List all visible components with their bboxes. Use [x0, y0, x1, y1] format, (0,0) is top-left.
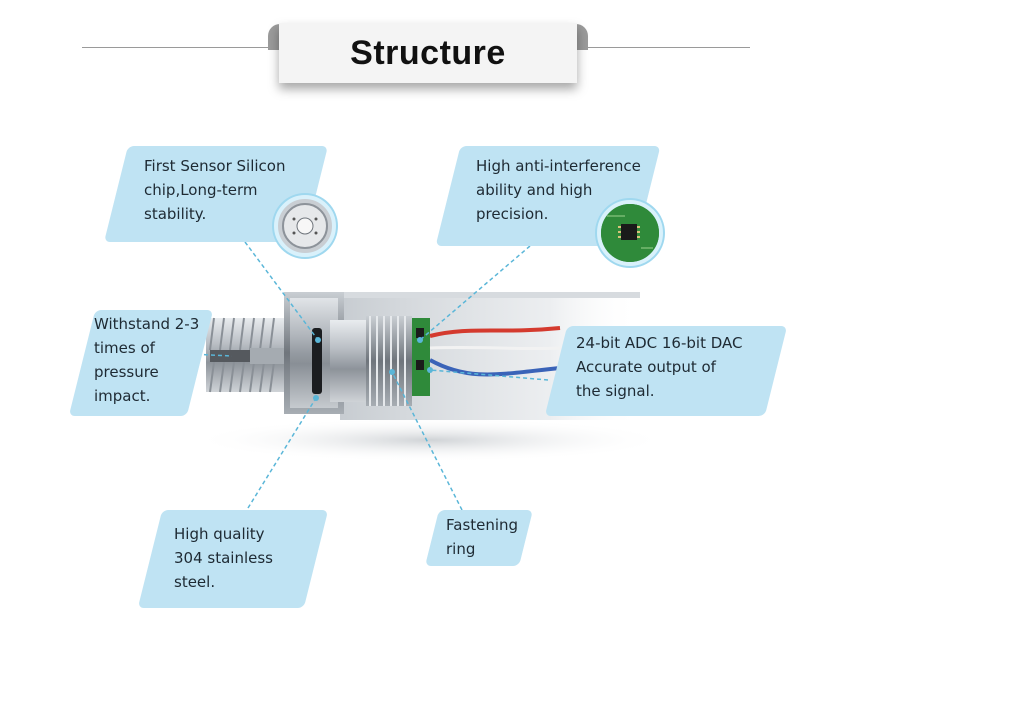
header-rule-left [82, 47, 278, 48]
title-box: Structure [279, 23, 577, 83]
product-shadow [190, 418, 670, 462]
callout-adc: 24-bit ADC 16-bit DAC Accurate output of… [544, 326, 788, 416]
callout-ring-text: Fastening ring [446, 516, 519, 558]
callout-steel-text: High quality 304 stainless steel. [174, 525, 273, 591]
o-ring [312, 328, 322, 394]
callout-interference-text: High anti-interference ability and high … [476, 157, 641, 223]
callout-steel: High quality 304 stainless steel. [137, 510, 329, 608]
housing-top-edge [340, 292, 640, 298]
callout-withstand: Withstand 2-3 times of pressure impact. [68, 310, 214, 416]
fastening-ring-threads [366, 316, 412, 406]
page-title: Structure [350, 33, 506, 72]
blue-wire [429, 358, 561, 377]
callout-sensor-chip: First Sensor Silicon chip,Long-term stab… [104, 146, 328, 242]
white-wire [429, 345, 561, 351]
leader-sensor [244, 241, 319, 341]
diaphragm-body [330, 320, 366, 402]
leader-interference [419, 245, 531, 341]
circuit-board-icon [597, 200, 663, 266]
callout-withstand-text: Withstand 2-3 times of pressure impact. [94, 315, 200, 405]
silicon-chip-icon [274, 195, 336, 257]
callout-anti-interference: High anti-interference ability and high … [435, 146, 661, 246]
leader-adc [429, 369, 549, 381]
header-rule-right [578, 47, 750, 48]
leader-ring [391, 371, 463, 511]
callout-adc-text: 24-bit ADC 16-bit DAC Accurate output of… [576, 334, 743, 400]
callout-fastening-ring: Fastening ring [425, 510, 533, 566]
leader-steel [247, 397, 317, 509]
callout-sensor-text: First Sensor Silicon chip,Long-term stab… [144, 157, 286, 223]
red-wire [429, 326, 561, 338]
